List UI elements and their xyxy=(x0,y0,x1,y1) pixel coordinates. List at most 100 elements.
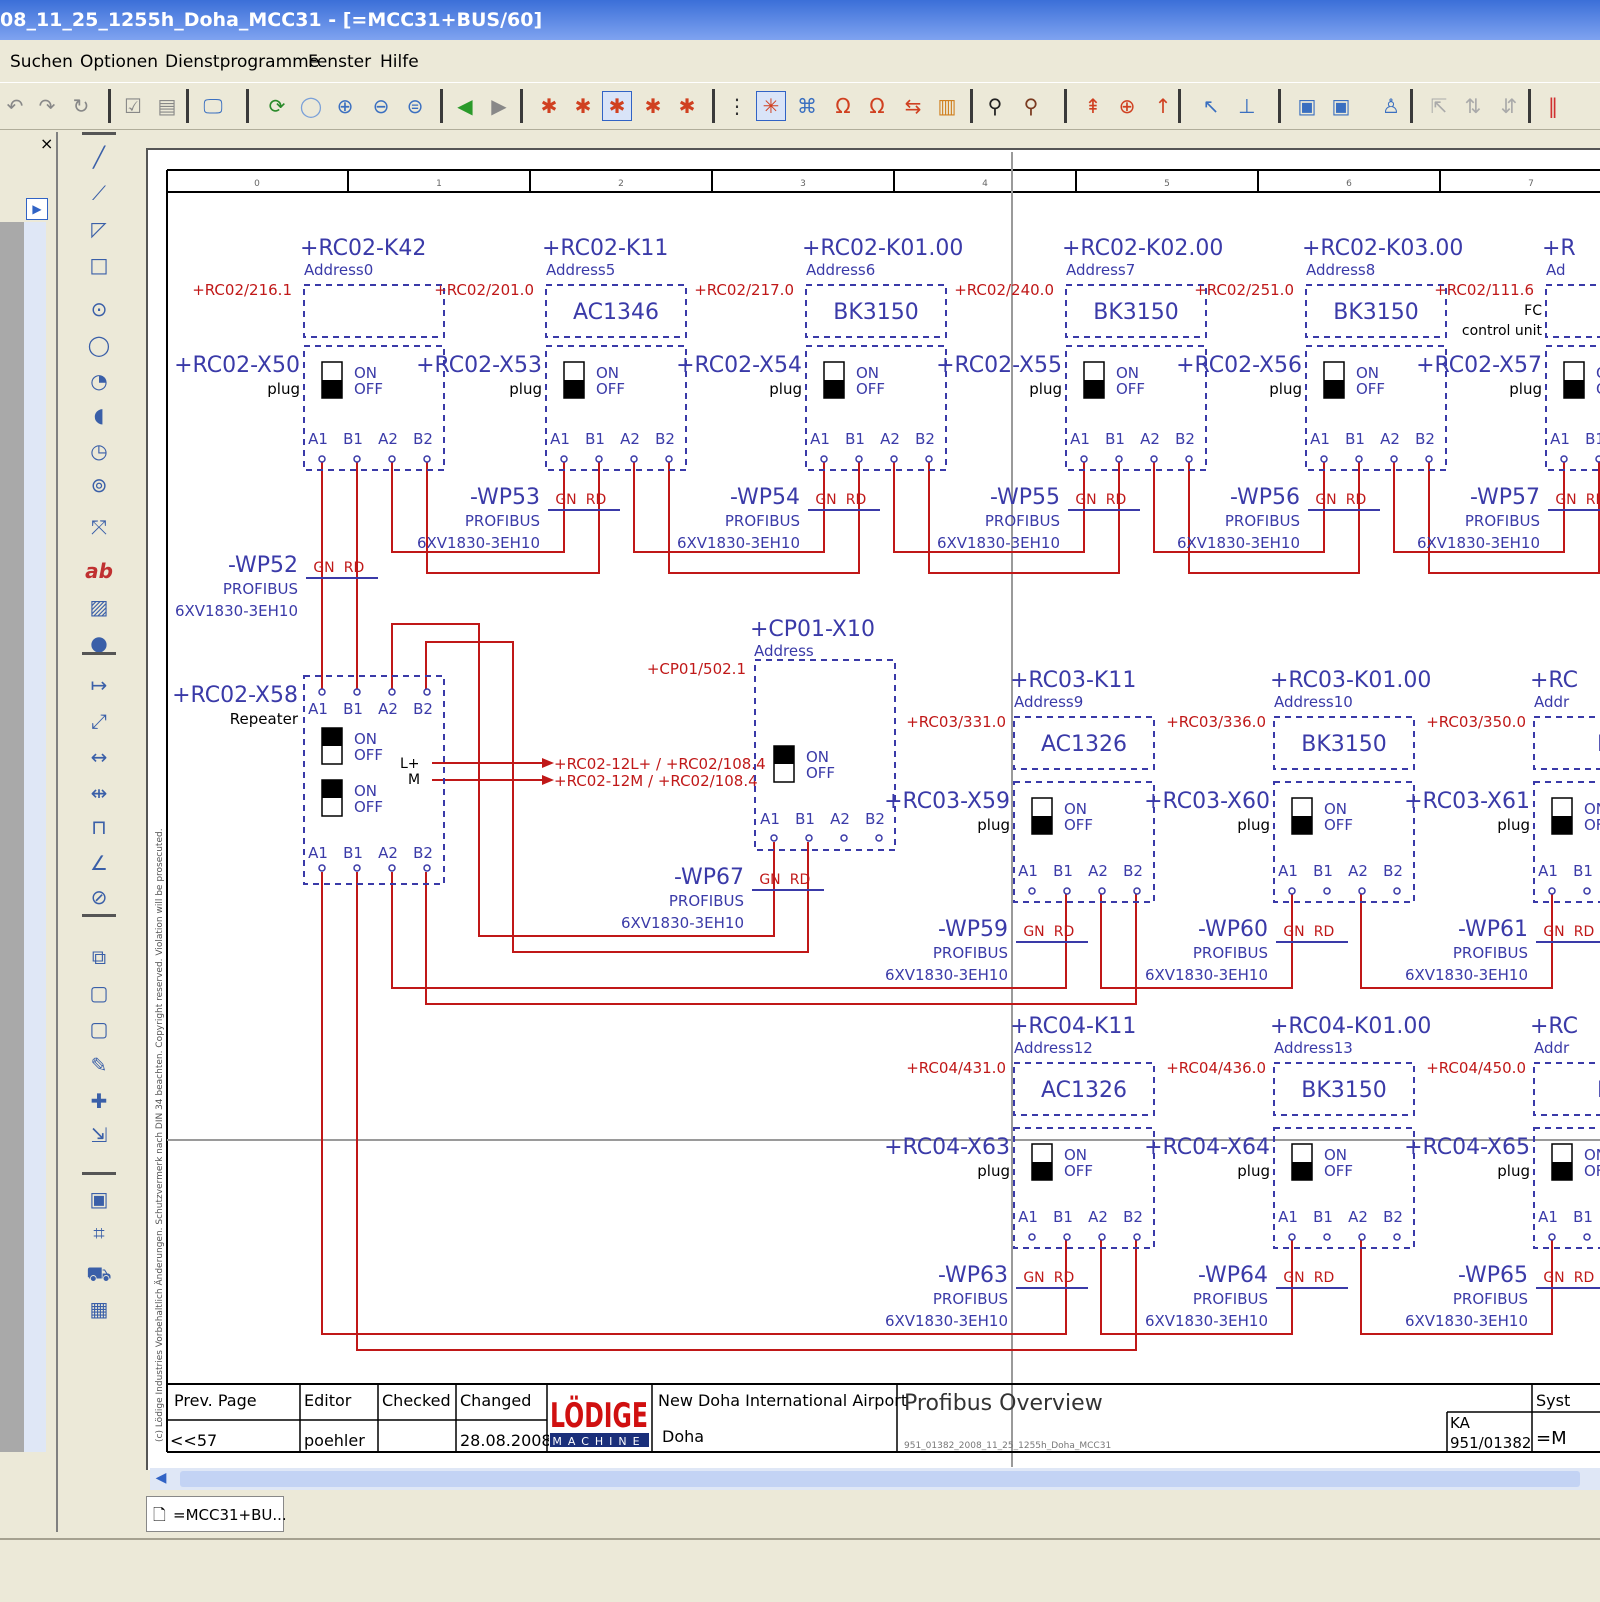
arc-icon[interactable]: ◔ xyxy=(90,369,108,393)
module-frame[interactable] xyxy=(1545,284,1600,338)
frame-icon[interactable]: ▣ xyxy=(89,1187,109,1211)
panel-button-icon[interactable]: ▶ xyxy=(26,198,48,220)
updown-icon[interactable]: ⇵ xyxy=(1500,94,1518,118)
module-frame[interactable] xyxy=(805,284,947,338)
polyline-icon[interactable]: ⟋ xyxy=(92,181,106,205)
move-icon[interactable]: ⇱ xyxy=(1430,94,1448,118)
module-frame[interactable] xyxy=(1013,716,1155,770)
top-module-5[interactable]: +RAd xyxy=(1542,236,1600,338)
ellipse-icon[interactable]: ⊚ xyxy=(90,473,108,497)
box-icon[interactable]: ▤ xyxy=(157,94,177,118)
target-icon[interactable]: ⊕ xyxy=(1118,94,1136,118)
panel-scrollbar[interactable] xyxy=(24,222,46,1452)
prev-page-link[interactable]: <<57 xyxy=(170,1431,217,1450)
module-frame[interactable] xyxy=(1533,1062,1600,1116)
dots-grid-icon[interactable]: ⋮ xyxy=(727,94,747,118)
module-frame[interactable] xyxy=(1013,1062,1155,1116)
rect-icon[interactable]: □ xyxy=(89,253,109,277)
text-icon[interactable]: ab xyxy=(85,559,113,583)
arc-b-icon[interactable]: ◖ xyxy=(93,403,105,427)
plug-frame[interactable] xyxy=(1273,781,1415,903)
undo-icon[interactable]: ↶ xyxy=(6,94,24,118)
redo-icon[interactable]: ↷ xyxy=(38,94,56,118)
globe-icon[interactable]: ● xyxy=(90,631,108,655)
graph-icon[interactable]: ▦ xyxy=(89,1297,109,1321)
scroll-left-icon[interactable]: ◀ xyxy=(155,1470,167,1486)
dim-b-icon[interactable]: ⤢ xyxy=(91,709,107,733)
cross-icon[interactable]: ⌘ xyxy=(797,94,817,118)
zoom-in-icon[interactable]: ⊕ xyxy=(336,94,354,118)
module-frame[interactable] xyxy=(1533,716,1600,770)
snap-icon[interactable]: ✳ xyxy=(756,91,786,121)
circle-b-icon[interactable]: ◯ xyxy=(87,333,111,357)
circle-icon[interactable]: ◯ xyxy=(299,94,323,118)
menu-suchen[interactable]: Suchen xyxy=(10,52,73,72)
module-frame[interactable] xyxy=(545,284,687,338)
module-frame[interactable] xyxy=(1065,284,1207,338)
angle-icon[interactable]: ∠ xyxy=(90,851,108,875)
scroll-thumb[interactable] xyxy=(180,1471,1580,1487)
plug-frame[interactable] xyxy=(1273,1127,1415,1249)
pointer-icon[interactable]: ↖ xyxy=(1202,94,1220,118)
go-back-icon[interactable]: ◀ xyxy=(457,94,473,118)
cp01-frame[interactable] xyxy=(754,659,896,851)
menu-hilfe[interactable]: Hilfe xyxy=(380,52,419,72)
plug-frame[interactable] xyxy=(805,345,947,471)
plug-frame[interactable] xyxy=(1545,345,1600,471)
dim-e-icon[interactable]: ⊓ xyxy=(91,815,107,839)
rc03-module-2[interactable]: +RCAddrE xyxy=(1530,668,1600,770)
grid-a-icon[interactable]: ✱ xyxy=(540,94,558,118)
rc04-module-2[interactable]: +RCAddrE xyxy=(1530,1014,1600,1116)
page-icon[interactable]: ▣ xyxy=(1297,94,1317,118)
close-icon[interactable]: × xyxy=(40,134,54,153)
monitor-icon[interactable]: 🖵 xyxy=(203,94,223,118)
circle-icon[interactable]: ⊙ xyxy=(90,297,108,321)
go-forward-icon[interactable]: ▶ xyxy=(491,94,507,118)
move-icon[interactable]: ⇲ xyxy=(90,1123,108,1147)
plug-frame[interactable] xyxy=(545,345,687,471)
redo-all-icon[interactable]: ↻ xyxy=(72,94,90,118)
arrow-icon[interactable]: ↑ xyxy=(1154,94,1172,118)
user-icon[interactable]: ♙ xyxy=(1382,94,1400,118)
grid-b-icon[interactable]: ✱ xyxy=(574,94,592,118)
pie-icon[interactable]: ◷ xyxy=(90,439,108,463)
line-icon[interactable]: ╱ xyxy=(92,145,106,169)
dim-c-icon[interactable]: ↔ xyxy=(90,745,108,769)
plug-frame[interactable] xyxy=(1065,345,1207,471)
omega-b-icon[interactable]: Ω xyxy=(869,94,885,118)
image-icon[interactable]: ▨ xyxy=(89,595,109,619)
page-b-icon[interactable]: ▣ xyxy=(1331,94,1351,118)
edit-icon[interactable]: ✎ xyxy=(90,1053,108,1077)
check-icon[interactable]: ☑ xyxy=(124,94,142,118)
grid-d-icon[interactable]: ✱ xyxy=(644,94,662,118)
zoom-out-icon[interactable]: ⊖ xyxy=(372,94,390,118)
dim-d-icon[interactable]: ⇹ xyxy=(90,781,108,805)
cart-icon[interactable]: ⛟ xyxy=(86,1261,112,1286)
horizontal-scrollbar[interactable]: ◀ xyxy=(150,1468,1600,1490)
